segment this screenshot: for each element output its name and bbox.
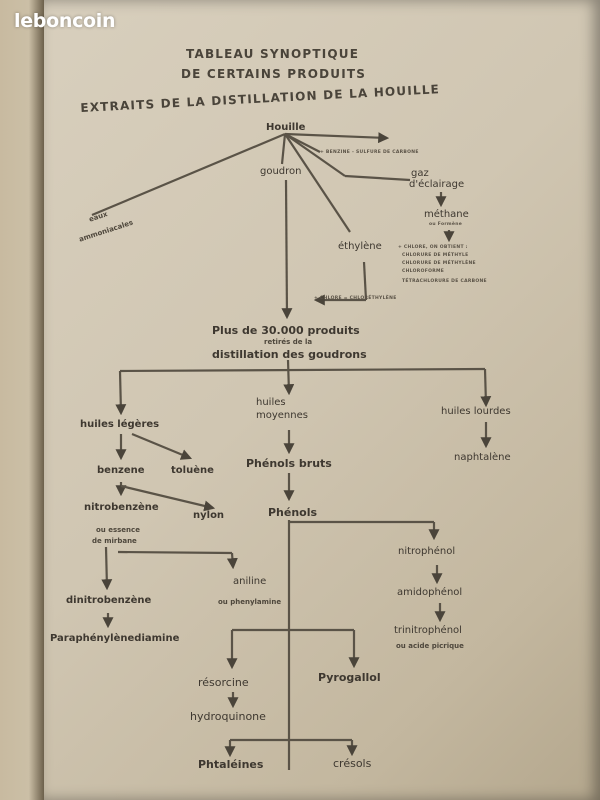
node-nitrobenzene: nitrobenzène [84, 502, 159, 513]
node-pyrogallol: Pyrogallol [318, 671, 381, 684]
methane-product-3: CHLORURE DE MÉTHYLÈNE [402, 261, 476, 266]
background-surface [0, 0, 48, 800]
middle-line-1: Plus de 30.000 produits [212, 324, 360, 337]
node-paraphenylenediamine: Paraphénylènediamine [50, 633, 180, 644]
node-aniline: aniline [233, 576, 267, 587]
node-nitrophenol: nitrophénol [398, 546, 456, 557]
title-line-1: TABLEAU SYNOPTIQUE [186, 47, 360, 61]
watermark-logo: leboncoin [14, 10, 116, 32]
node-amidophenol: amidophénol [397, 587, 463, 598]
node-huiles-lourdes: huiles lourdes [441, 406, 511, 417]
note-benzine-sulfure: + BENZINE - SULFURE DE CARBONE [320, 150, 419, 155]
node-huiles-moyennes-2: moyennes [256, 410, 308, 421]
title-line-2: DE CERTAINS PRODUITS [181, 67, 367, 81]
node-trinitrophenol-alt: ou acide picrique [396, 642, 464, 650]
node-gaz: gaz [411, 168, 429, 179]
middle-line-2: retirés de la [264, 338, 313, 346]
node-benzene: benzene [97, 465, 145, 476]
node-dinitrobenzene: dinitrobenzène [66, 595, 152, 606]
node-aniline-alt: ou phenylamine [218, 598, 282, 606]
node-nylon: nylon [193, 510, 225, 521]
node-naphtalene: naphtalène [454, 452, 511, 463]
node-nitrobenzene-alt-1: ou essence [96, 526, 140, 534]
node-goudron: goudron [260, 166, 302, 177]
methane-product-4: CHLOROFORME [402, 269, 445, 274]
node-huiles-legeres: huiles légères [80, 419, 160, 430]
node-houille: Houille [266, 122, 306, 133]
book-page [44, 0, 600, 800]
node-phenols-bruts: Phénols bruts [246, 457, 332, 470]
methane-product-1: + CHLORE, ON OBTIENT : [398, 245, 468, 250]
node-cresols: crésols [333, 757, 372, 770]
node-hydroquinone: hydroquinone [190, 710, 266, 723]
node-trinitrophenol: trinitrophénol [394, 625, 462, 636]
node-ethylene: éthylène [338, 241, 382, 252]
methane-product-2: CHLORURE DE MÉTHYLE [402, 253, 469, 258]
node-resorcine: résorcine [198, 676, 249, 689]
middle-line-3: distillation des goudrons [212, 348, 367, 361]
methane-product-5: TÉTRACHLORURE DE CARBONE [402, 279, 487, 284]
node-gaz-eclairage: d'éclairage [409, 179, 465, 190]
node-phtaleines: Phtaléines [198, 758, 264, 771]
node-toluene: toluène [171, 465, 214, 476]
node-phenols: Phénols [268, 506, 318, 519]
node-huiles-moyennes-1: huiles [256, 397, 286, 408]
ethylene-note: + CHLORE = CHLORÉTHYLÈNE [314, 296, 397, 301]
node-nitrobenzene-alt-2: de mirbane [92, 537, 137, 545]
node-methane: méthane [424, 209, 469, 220]
node-methane-alt: ou Formène [429, 222, 463, 227]
